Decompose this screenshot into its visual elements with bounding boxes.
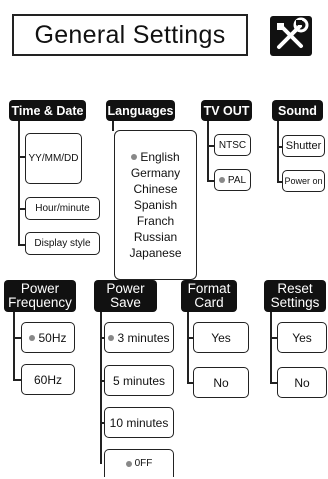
language-japanese[interactable]: Japanese (129, 246, 182, 260)
connector (207, 121, 209, 182)
header-reset-settings: Reset Settings (264, 280, 326, 312)
connector (18, 156, 26, 158)
option-shutter[interactable]: Shutter (282, 135, 325, 157)
option-format-no[interactable]: No (193, 367, 249, 398)
language-franch[interactable]: Franch (136, 214, 175, 228)
connector (270, 312, 272, 384)
connector (100, 380, 105, 382)
connector (100, 422, 105, 424)
connector (187, 312, 189, 384)
language-english[interactable]: English (131, 149, 180, 165)
header-languages: Languages (106, 100, 175, 121)
selected-dot-icon (108, 334, 115, 341)
option-off[interactable]: 0FF (104, 449, 174, 477)
language-russian[interactable]: Russian (133, 230, 178, 244)
option-power-on[interactable]: Power on (282, 170, 325, 192)
connector (187, 337, 194, 339)
connector (18, 208, 26, 210)
option-ntsc[interactable]: NTSC (214, 134, 251, 156)
connector (13, 379, 22, 381)
connector (187, 382, 194, 384)
language-spanish[interactable]: Spanish (133, 198, 178, 212)
connector (100, 312, 102, 464)
page-title: General Settings (12, 14, 248, 56)
option-format-yes[interactable]: Yes (193, 322, 249, 353)
connector (207, 145, 215, 147)
option-10-minutes[interactable]: 10 minutes (104, 407, 174, 438)
connector (277, 146, 283, 148)
connector (277, 121, 279, 183)
option-hour-minute[interactable]: Hour/minute (25, 197, 100, 220)
option-reset-no[interactable]: No (277, 367, 327, 398)
connector (277, 181, 283, 183)
option-reset-yes[interactable]: Yes (277, 322, 327, 353)
header-power-save: Power Save (94, 280, 157, 312)
header-tv-out: TV OUT (201, 100, 252, 121)
connector (18, 244, 26, 246)
option-50hz[interactable]: 50Hz (21, 322, 75, 353)
option-5-minutes[interactable]: 5 minutes (104, 365, 174, 396)
connector (13, 337, 22, 339)
option-60hz[interactable]: 60Hz (21, 364, 75, 395)
connector (207, 180, 215, 182)
connector (18, 121, 20, 246)
option-yymmdd[interactable]: YY/MM/DD (25, 133, 82, 184)
connector (100, 337, 105, 339)
connector (13, 312, 15, 381)
option-pal[interactable]: PAL (214, 169, 251, 191)
connector (270, 382, 278, 384)
connector (112, 121, 114, 131)
header-time-date: Time & Date (9, 100, 86, 121)
header-sound: Sound (272, 100, 323, 121)
language-germany[interactable]: Germany (130, 166, 181, 180)
tools-icon (270, 16, 312, 56)
selected-dot-icon (125, 460, 132, 467)
header-power-frequency: Power Frequency (4, 280, 76, 312)
selected-dot-icon (131, 154, 138, 160)
option-3-minutes[interactable]: 3 minutes (104, 322, 174, 353)
header-format-card: Format Card (181, 280, 237, 312)
selected-dot-icon (218, 177, 225, 183)
option-display-style[interactable]: Display style (25, 232, 100, 255)
connector (270, 337, 278, 339)
selected-dot-icon (29, 334, 36, 341)
language-chinese[interactable]: Chinese (133, 182, 178, 196)
language-list: English Germany Chinese Spanish Franch R… (114, 130, 197, 280)
